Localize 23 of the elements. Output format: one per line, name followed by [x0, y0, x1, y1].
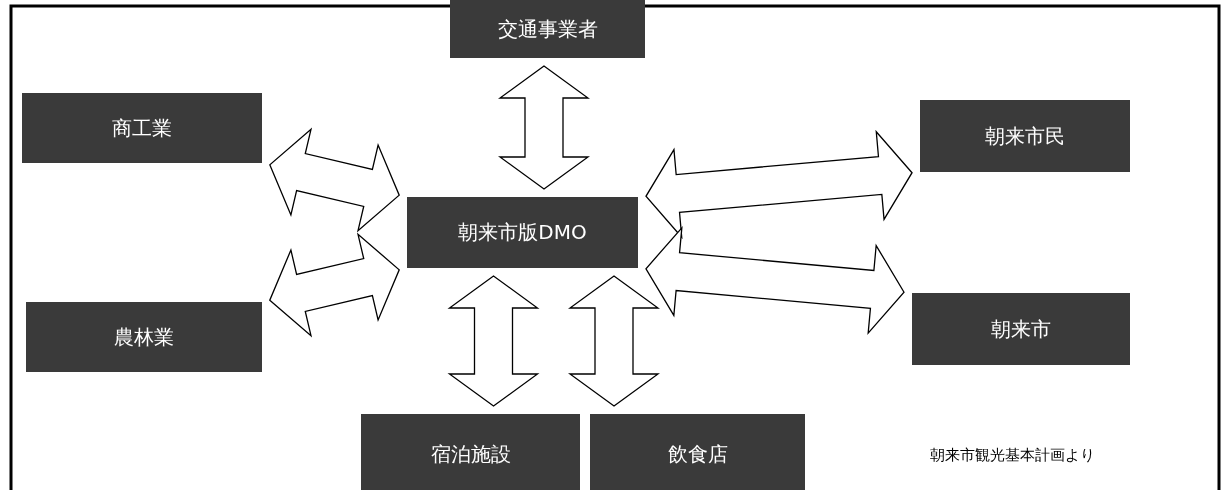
dark-box: [450, 0, 645, 58]
box-label: 朝来市民: [985, 122, 1065, 150]
box-label: 朝来市版DMO: [458, 219, 587, 246]
dark-box: [361, 414, 580, 490]
dark-box: [407, 197, 638, 268]
dark-box: [26, 302, 262, 372]
double-block-arrow: [645, 225, 905, 336]
dark-box: [22, 93, 262, 163]
dark-box: [920, 100, 1130, 172]
double-block-arrow: [269, 127, 400, 233]
dark-box: [912, 293, 1130, 365]
source-note: 朝来市観光基本計画より: [930, 446, 1095, 465]
dark-box: [590, 414, 805, 490]
double-block-arrow: [568, 275, 660, 407]
box-label: 朝来市: [991, 315, 1051, 343]
box-label: 交通事業者: [497, 15, 598, 43]
double-block-arrow: [447, 275, 540, 407]
box-label: 飲食店: [667, 440, 728, 468]
double-block-arrow: [269, 232, 400, 338]
box-label: 商工業: [112, 114, 172, 142]
double-block-arrow: [498, 65, 590, 190]
box-label: 農林業: [114, 323, 174, 351]
box-label: 宿泊施設: [430, 440, 511, 468]
